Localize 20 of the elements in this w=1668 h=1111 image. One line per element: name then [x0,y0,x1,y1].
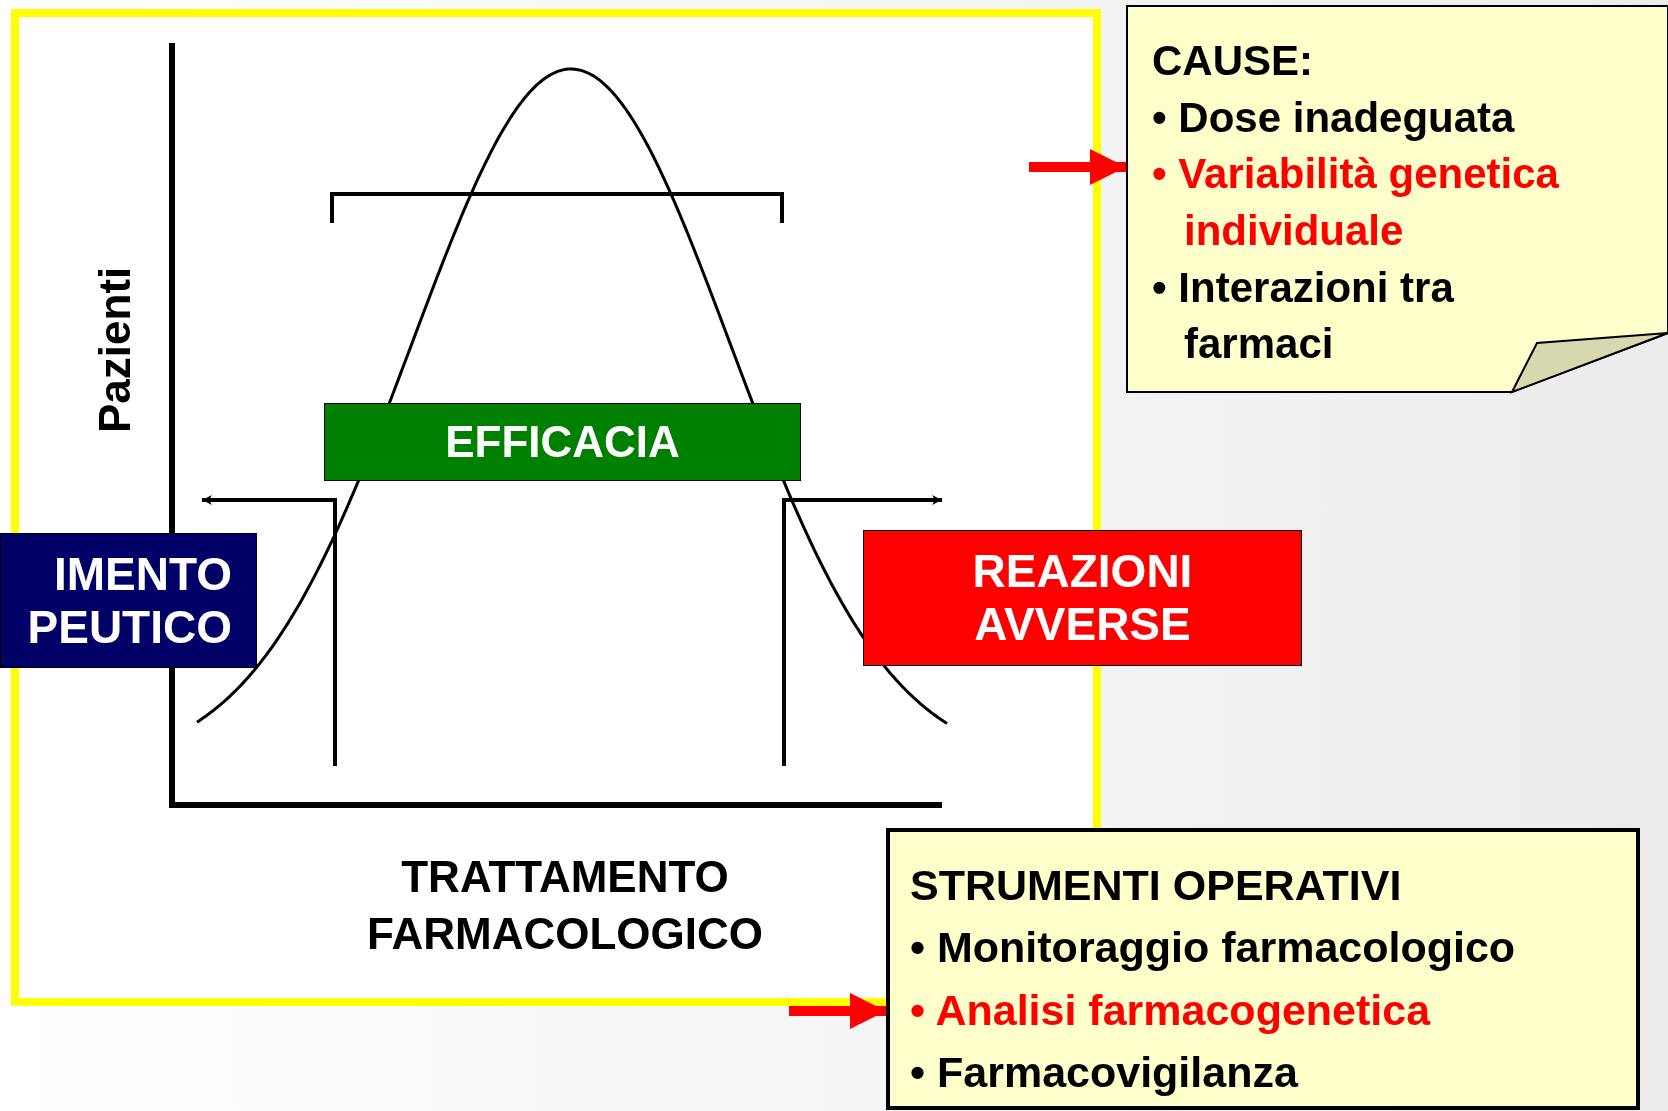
axis-title: TRATTAMENTO FARMACOLOGICO [366,851,764,961]
sticky-note [1126,5,1667,393]
arrow [1029,149,1126,185]
list-item: • Interazioni tra farmaci [1152,262,1455,370]
axis-title: Pazienti [89,265,141,436]
box-label: REAZIONI AVVERSE [971,545,1194,651]
box-label: IMENTO PEUTICO [26,547,232,654]
list-item: • Analisi farmacogenetica [910,984,1432,1036]
list-item: • Farmacovigilanza [910,1047,1300,1099]
arrow [789,993,886,1029]
box-label: EFFICACIA [445,416,680,468]
efficacy-box [324,403,801,481]
note-heading: STRUMENTI OPERATIVI [910,860,1403,911]
outcome-box [863,530,1302,666]
list-item: • Monitoraggio farmacologico [910,922,1517,974]
tools-panel [886,828,1640,1110]
list-item: • Dose inadeguata [1152,92,1516,143]
note-heading: CAUSE: [1152,36,1314,86]
outcome-box [0,533,257,668]
list-item: • Variabilità genetica individuale [1152,149,1560,257]
